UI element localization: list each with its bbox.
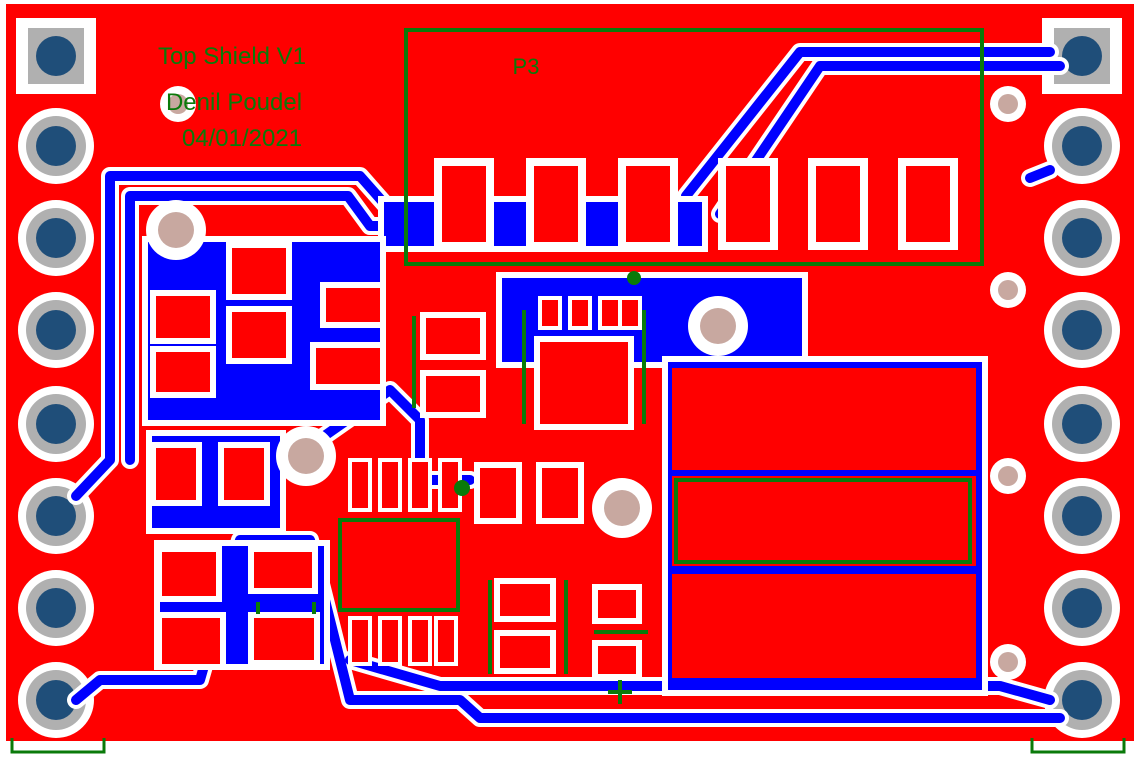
silkscreen-dots [454, 271, 641, 496]
header-pad [18, 662, 94, 738]
smd-pad [434, 158, 494, 250]
connector-ref-p3: P3 [513, 54, 540, 79]
via [990, 86, 1026, 122]
via [990, 644, 1026, 680]
via [592, 478, 652, 538]
smd-pad [526, 158, 586, 250]
via-group-right [160, 86, 1026, 680]
via [146, 200, 206, 260]
smd-pad [808, 158, 868, 250]
smd-pad [718, 158, 778, 250]
silkscreen-overlay [256, 28, 984, 704]
smd-pad [536, 462, 584, 524]
header-pad [18, 386, 94, 462]
header-pad [18, 108, 94, 184]
ic-pins [348, 458, 462, 666]
through-holes [146, 200, 748, 538]
smd-pad [494, 630, 556, 674]
header-pad [1044, 386, 1120, 462]
via [160, 86, 196, 122]
header-pad [18, 292, 94, 368]
right-header [1030, 18, 1126, 754]
smd-pad [592, 584, 642, 624]
smd-pad [618, 158, 678, 250]
smd-pad [226, 242, 292, 300]
p3-connector-outline [404, 28, 984, 266]
p3-connector-pads [434, 158, 958, 250]
smd-pad [592, 640, 642, 680]
header-pad [18, 200, 94, 276]
smd-pad [150, 442, 202, 506]
header-pad [1044, 108, 1120, 184]
via [990, 272, 1026, 308]
smd-pad [156, 546, 222, 602]
header-pad [1044, 292, 1120, 368]
ic-package [534, 296, 642, 430]
smd-pad [420, 312, 486, 360]
smd-pad [320, 282, 386, 328]
board-title: Top Shield V1 [158, 43, 306, 70]
smd-pad [494, 578, 556, 622]
smd-components [150, 242, 642, 680]
board-date: 04/01/2021 [182, 125, 302, 152]
header-pad [1044, 478, 1120, 554]
header-pad [18, 570, 94, 646]
via [276, 426, 336, 486]
component-outline [338, 518, 460, 612]
smd-pad [218, 442, 270, 506]
via [990, 458, 1026, 494]
via [688, 296, 748, 356]
component-outline [674, 478, 972, 564]
smd-pad [248, 612, 320, 666]
smd-pad [248, 546, 318, 594]
smd-pad [150, 290, 216, 344]
smd-pad [156, 612, 226, 670]
smd-pad [474, 462, 522, 524]
board-author: Denil Poudel [166, 89, 302, 116]
power-pads [672, 368, 976, 678]
header-pad [1044, 570, 1120, 646]
smd-pad [310, 342, 386, 390]
smd-pad [226, 306, 292, 364]
header-pad [1044, 200, 1120, 276]
smd-pad [150, 346, 216, 398]
smd-pad [898, 158, 958, 250]
smd-pad [420, 370, 486, 418]
header-pad [1044, 662, 1120, 738]
left-header [10, 18, 106, 754]
